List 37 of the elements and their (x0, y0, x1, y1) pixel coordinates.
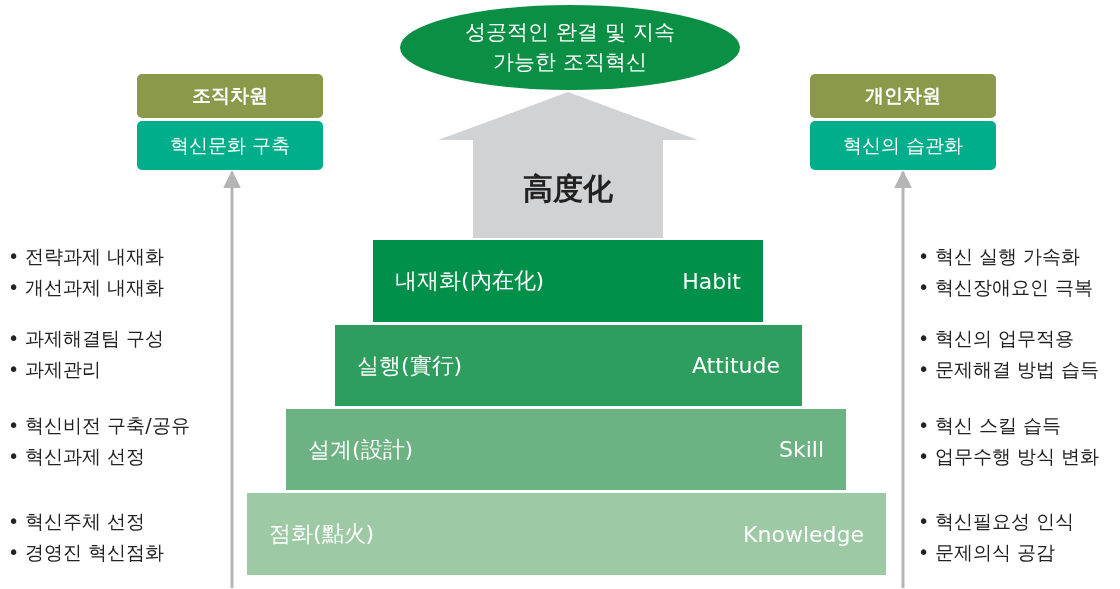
bullet-item: • 혁신필요성 인식 (918, 509, 1075, 534)
bullet-item: • 혁신과제 선정 (8, 444, 146, 469)
bullet-item: • 개선과제 내재화 (8, 275, 165, 300)
bullet-item: • 문제의식 공감 (918, 540, 1056, 565)
bullet-item: • 혁신의 업무적용 (918, 326, 1075, 351)
goal-ellipse: 성공적인 완결 및 지속 가능한 조직혁신 (400, 5, 740, 90)
level-term: Habit (682, 268, 741, 294)
bullet-item: • 혁신비전 구축/공유 (8, 413, 190, 438)
bullet-item: • 혁신장애요인 극복 (918, 275, 1094, 300)
level-name: 설계(設計) (308, 435, 414, 464)
goal-box: 혁신의 습관화 (810, 121, 996, 170)
goal-box: 혁신문화 구축 (137, 121, 323, 170)
pyramid-level (247, 493, 886, 575)
pyramid-level (286, 409, 846, 490)
arrow (894, 170, 912, 588)
bullet-item: • 과제관리 (8, 357, 102, 382)
level-term: Knowledge (743, 521, 864, 547)
level-name: 내재화(內在化) (395, 267, 545, 295)
pyramid-level (335, 325, 802, 406)
bullet-item: • 문제해결 방법 습득 (918, 357, 1100, 382)
bullet-item: • 혁신 실행 가속화 (918, 244, 1081, 269)
arrow (438, 92, 698, 238)
edge-label: 高度化 (523, 169, 613, 208)
bullet-item: • 업무수행 방식 변화 (918, 444, 1100, 469)
bullet-item: • 경영진 혁신점화 (8, 540, 165, 565)
arrow (223, 170, 241, 588)
level-term: Attitude (691, 353, 780, 378)
pyramid-level (373, 240, 763, 322)
level-term: Skill (778, 437, 824, 462)
bullet-item: • 과제해결팀 구성 (8, 326, 165, 351)
level-name: 실행(實行) (357, 351, 463, 380)
bullet-item: • 혁신주체 선정 (8, 509, 146, 534)
bullet-item: • 혁신 스킬 습득 (918, 413, 1062, 438)
category-box: 조직차원 (137, 74, 323, 118)
bullet-item: • 전략과제 내재화 (8, 244, 165, 269)
level-name: 점화(點火) (269, 520, 375, 548)
category-box: 개인차원 (810, 74, 996, 118)
